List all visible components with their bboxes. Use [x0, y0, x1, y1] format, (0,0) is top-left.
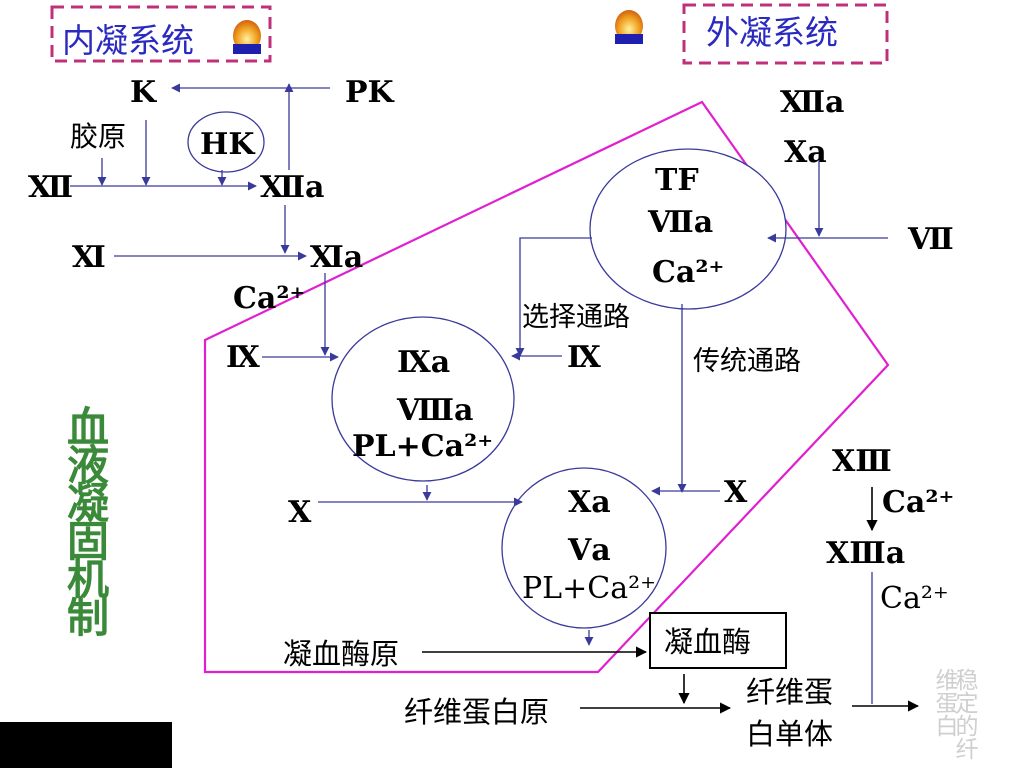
vertical-title: 血液凝固机制: [61, 405, 110, 637]
label-ext-xa: Ⅹa: [784, 135, 827, 170]
label-ca-left: Ca²⁺: [233, 281, 305, 316]
intrinsic-header: 内凝系统: [62, 21, 194, 60]
label-viia: Ⅶa: [647, 205, 713, 240]
label-fibrinogen: 纤维蛋白原: [404, 695, 549, 729]
label-xii: Ⅻ: [28, 170, 73, 205]
label-pl-ca-upper: PL+Ca²⁺: [352, 429, 493, 464]
label-ca-xiii: Ca²⁺: [882, 485, 954, 520]
label-x-left: Ⅹ: [288, 495, 312, 530]
corner-block: [0, 722, 172, 768]
label-ix-mid: Ⅸ: [567, 340, 601, 375]
hk-circle: [187, 111, 265, 173]
label-va: Ⅴa: [567, 533, 611, 568]
label-xia: Ⅺa: [310, 240, 363, 275]
label-xiii: ⅩⅢ: [832, 444, 892, 479]
label-stable-fibrin-1: 稳定的纤: [951, 668, 979, 760]
label-tf: TF: [655, 163, 699, 198]
thrombin-box: [649, 612, 787, 669]
label-ixa: Ⅸa: [397, 345, 450, 380]
pathway-boundary: [203, 100, 890, 674]
label-k: K: [130, 75, 157, 110]
lamp-icon: [233, 20, 261, 54]
label-pk: PK: [345, 75, 395, 110]
intrinsic-header-box: [50, 5, 272, 63]
label-pl-ca-lower: PL+Ca²⁺: [522, 571, 656, 606]
arrow-selective-path: [515, 237, 592, 357]
label-ca-tf: Ca²⁺: [652, 255, 724, 290]
label-ix-left: Ⅸ: [226, 340, 260, 375]
label-viiia: Ⅷa: [396, 393, 473, 428]
label-prothrombin: 凝血酶原: [283, 637, 399, 671]
prothrombinase-complex-circle: [501, 467, 667, 629]
label-traditional-path: 传统通路: [693, 346, 801, 377]
label-thrombin: 凝血酶: [664, 625, 751, 659]
label-x-right: Ⅹ: [724, 475, 748, 510]
extrinsic-header: 外凝系统: [706, 13, 838, 52]
label-hk: HK: [200, 127, 255, 162]
label-selective-path: 选择通路: [522, 302, 630, 333]
label-ca-xiiia: Ca²⁺: [880, 581, 949, 616]
label-fibrin-monomer-1: 纤维蛋: [746, 675, 833, 709]
label-xiia: Ⅻa: [260, 170, 325, 205]
label-xi: Ⅺ: [72, 240, 106, 275]
label-collagen: 胶原: [70, 120, 126, 153]
label-ext-xiia: Ⅻa: [780, 85, 845, 120]
extrinsic-header-box: [682, 3, 889, 65]
lamp-icon: [615, 10, 643, 44]
label-stable-fibrin-2: 维蛋白: [931, 668, 959, 737]
label-xa: Ⅹa: [568, 485, 611, 520]
label-vii: Ⅶ: [907, 222, 954, 257]
label-fibrin-monomer-2: 白单体: [746, 717, 833, 751]
tenase-complex-circle: [331, 316, 515, 482]
label-xiiia: ⅩⅢa: [826, 536, 905, 571]
tf-complex-circle: [589, 148, 787, 310]
